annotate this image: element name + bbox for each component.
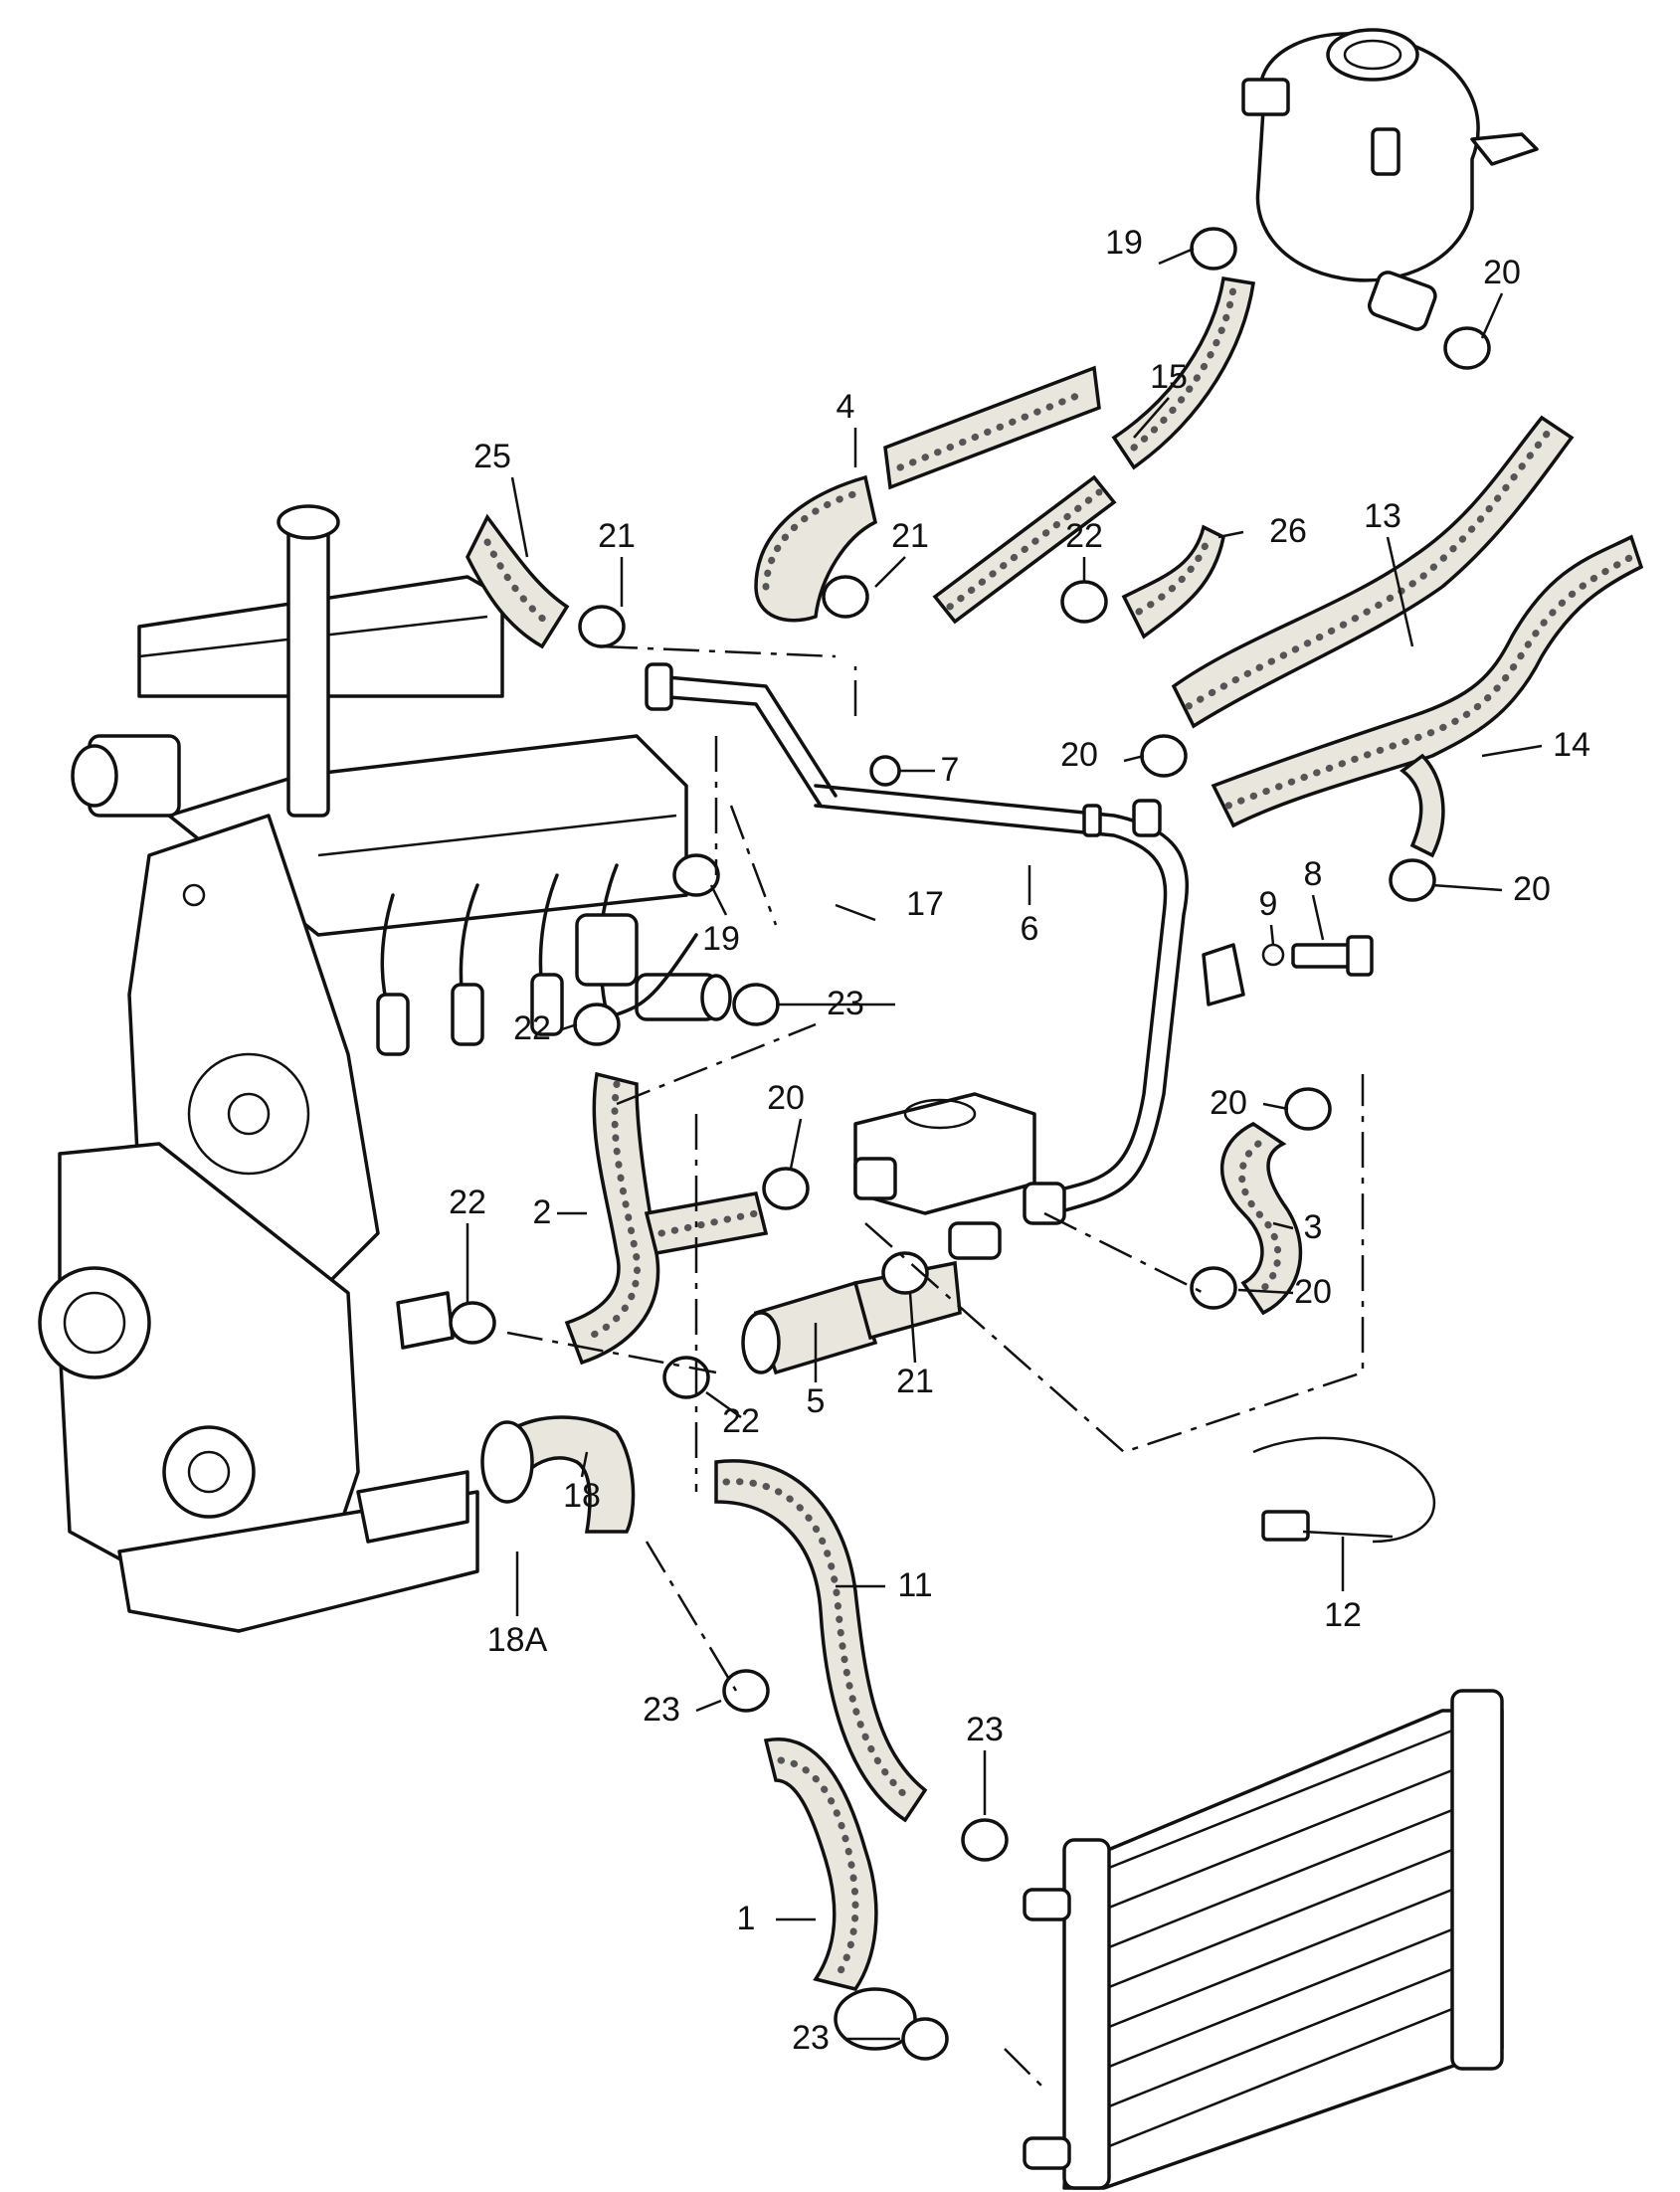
hose-13: [1171, 415, 1575, 729]
label-part-4: 4: [837, 388, 855, 426]
label-part-11: 11: [897, 1566, 932, 1604]
hose-1: [763, 1737, 878, 1991]
label-part-19: 19: [702, 920, 740, 958]
label-part-7: 7: [941, 751, 960, 789]
assembly-lines: [506, 644, 1365, 2090]
label-part-17: 17: [906, 885, 944, 923]
hose-25: [466, 513, 570, 649]
hose-4: [754, 474, 878, 623]
label-part-26: 26: [1269, 512, 1307, 550]
label-part-21: 21: [891, 517, 929, 555]
label-part-22: 22: [722, 1402, 760, 1440]
label-part-18: 18: [563, 1477, 601, 1515]
label-part-20: 20: [767, 1079, 805, 1117]
clamps: [449, 227, 1491, 2061]
label-part-23: 23: [792, 2019, 830, 2057]
label-part-2: 2: [533, 1193, 552, 1231]
hose-3: [1220, 1121, 1303, 1316]
label-part-23: 23: [643, 1691, 680, 1729]
label-part-1: 1: [737, 1900, 756, 1937]
label-part-22: 22: [449, 1184, 486, 1221]
label-part-21: 21: [896, 1363, 934, 1400]
label-part-21: 21: [598, 517, 636, 555]
label-part-3: 3: [1304, 1208, 1323, 1246]
label-part-13: 13: [1364, 497, 1401, 535]
label-part-20: 20: [1060, 736, 1098, 774]
label-part-15: 15: [1150, 358, 1188, 396]
label-part-22: 22: [513, 1009, 551, 1047]
label-part-22: 22: [1065, 517, 1103, 555]
label-part-8: 8: [1304, 855, 1323, 893]
label-part-20: 20: [1483, 254, 1521, 291]
part-labels: 25 21 4 21 19 15 22 26 13 20 20 14 20 7 …: [449, 224, 1590, 2057]
hose-11: [714, 1459, 928, 1823]
label-part-20: 20: [1294, 1273, 1332, 1311]
label-part-19: 19: [1105, 224, 1143, 262]
label-part-23: 23: [966, 1711, 1004, 1748]
label-part-9: 9: [1259, 885, 1278, 923]
hose-26: [1121, 524, 1225, 639]
expansion-tank: [1241, 28, 1539, 331]
label-part-20: 20: [1513, 870, 1551, 908]
engine-block: [38, 504, 732, 1633]
hose-18: [504, 1415, 636, 1534]
label-part-20: 20: [1210, 1084, 1247, 1122]
radiator: [1023, 1689, 1504, 2190]
label-part-5: 5: [807, 1382, 826, 1420]
metal-pipes: [356, 662, 1374, 1544]
leader-lines: [466, 247, 1543, 2041]
label-part-23: 23: [827, 985, 864, 1022]
hoses: [466, 275, 1644, 2051]
label-part-18a: 18A: [487, 1621, 548, 1659]
label-part-14: 14: [1553, 726, 1590, 764]
label-part-25: 25: [473, 438, 511, 475]
hose-2: [564, 1071, 660, 1366]
clamp-12: [1252, 1436, 1436, 1544]
label-part-6: 6: [1021, 910, 1039, 948]
label-part-12: 12: [1324, 1596, 1362, 1634]
